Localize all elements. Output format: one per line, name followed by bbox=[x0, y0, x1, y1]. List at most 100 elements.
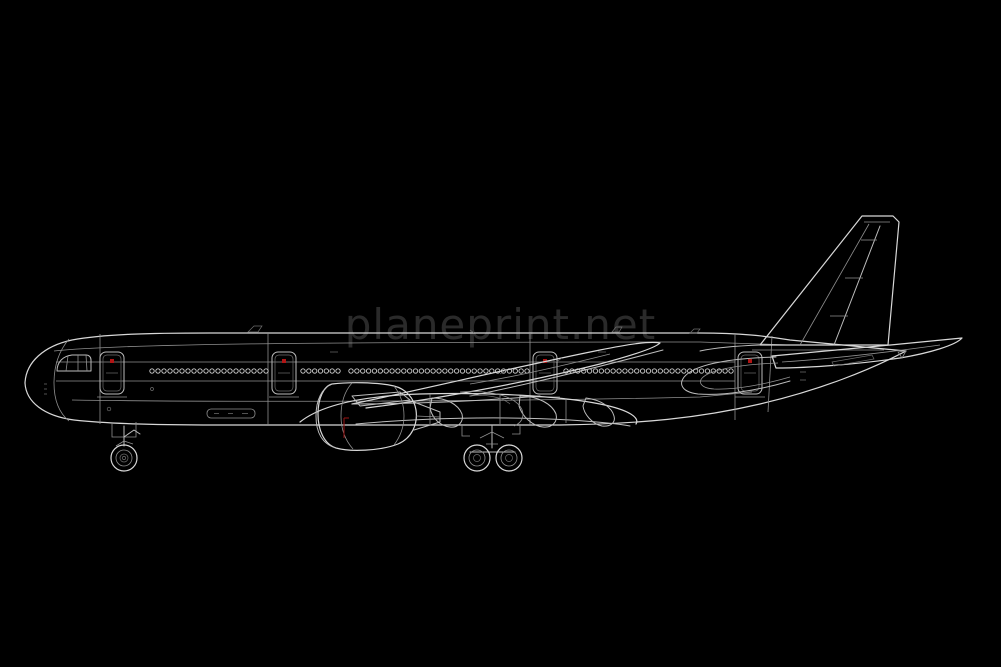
antennas-and-marks bbox=[247, 325, 907, 381]
cabin-window bbox=[245, 368, 251, 374]
cabin-window bbox=[442, 368, 448, 374]
cabin-window bbox=[263, 368, 269, 374]
cabin-window bbox=[239, 368, 245, 374]
wing bbox=[299, 341, 664, 428]
door-1L bbox=[97, 351, 127, 398]
cabin-window bbox=[317, 368, 324, 374]
cabin-window bbox=[512, 368, 518, 374]
cabin-window bbox=[401, 368, 407, 374]
cabin-window bbox=[681, 368, 687, 374]
fuselage bbox=[24, 332, 907, 426]
cabin-window bbox=[592, 368, 599, 374]
cabin-window bbox=[300, 368, 306, 374]
cabin-window bbox=[563, 368, 569, 374]
door-4L bbox=[735, 351, 765, 398]
cabin-window bbox=[155, 368, 161, 374]
cabin-window bbox=[312, 368, 318, 374]
door-inner-outline bbox=[740, 354, 760, 392]
cabin-window bbox=[418, 368, 425, 374]
cabin-window bbox=[657, 368, 663, 374]
cabin-window bbox=[306, 368, 312, 374]
cabin-window bbox=[354, 368, 360, 374]
cabin-window bbox=[459, 368, 466, 374]
door-outline bbox=[737, 351, 763, 395]
cabin-window bbox=[383, 368, 389, 374]
cabin-window bbox=[167, 368, 173, 374]
cargo-door bbox=[206, 408, 256, 419]
cabin-window bbox=[483, 368, 489, 374]
main-landing-gear bbox=[461, 424, 523, 472]
cockpit-window bbox=[56, 354, 92, 372]
cabin-window bbox=[203, 368, 209, 374]
cabin-window bbox=[191, 368, 197, 374]
cabin-window bbox=[251, 368, 257, 374]
cabin-window bbox=[634, 368, 640, 374]
window-row-mid-front bbox=[300, 368, 341, 374]
cabin-window bbox=[377, 368, 383, 374]
door-warning-marking bbox=[282, 359, 286, 363]
cabin-window bbox=[360, 368, 366, 374]
cabin-window bbox=[365, 368, 372, 374]
door-outline bbox=[99, 351, 125, 395]
cabin-window bbox=[639, 368, 646, 374]
cabin-window bbox=[518, 368, 524, 374]
window-row-forward bbox=[149, 368, 269, 374]
door-inner-outline bbox=[274, 354, 294, 392]
cabin-window bbox=[675, 368, 681, 374]
door-outline bbox=[271, 351, 297, 395]
cabin-window bbox=[348, 368, 354, 374]
cabin-window bbox=[209, 368, 215, 374]
cabin-window bbox=[430, 368, 436, 374]
cabin-window bbox=[221, 368, 227, 374]
window-row-aft bbox=[563, 368, 734, 374]
cabin-window bbox=[395, 368, 401, 374]
door-inner-outline bbox=[535, 354, 555, 392]
door-warning-marking bbox=[110, 359, 114, 363]
cabin-window bbox=[185, 368, 191, 374]
door-inner-outline bbox=[102, 354, 122, 392]
cabin-window bbox=[728, 368, 734, 374]
nose-landing-gear bbox=[110, 422, 141, 472]
cabin-window bbox=[604, 368, 610, 374]
cabin-window bbox=[465, 368, 471, 374]
cabin-window bbox=[197, 368, 203, 374]
cabin-window bbox=[335, 368, 341, 374]
cabin-window bbox=[424, 368, 430, 374]
cabin-window bbox=[663, 368, 669, 374]
cabin-window bbox=[227, 368, 233, 374]
cabin-window bbox=[477, 368, 483, 374]
cabin-window bbox=[371, 368, 378, 374]
cabin-window bbox=[179, 368, 185, 374]
cabin-window bbox=[173, 368, 179, 374]
cabin-window bbox=[215, 368, 221, 374]
cabin-window bbox=[329, 368, 335, 374]
window-row-mid bbox=[348, 368, 530, 374]
cabin-window bbox=[598, 368, 605, 374]
cabin-window bbox=[323, 368, 329, 374]
cabin-window bbox=[389, 368, 395, 374]
cabin-window bbox=[436, 368, 442, 374]
cabin-window bbox=[257, 368, 263, 374]
cabin-window bbox=[149, 368, 155, 374]
cabin-window bbox=[628, 368, 634, 374]
cabin-window bbox=[616, 368, 622, 374]
passenger-doors bbox=[97, 351, 765, 398]
cabin-window bbox=[407, 368, 413, 374]
engine-nacelle bbox=[315, 382, 524, 451]
door-outline bbox=[532, 351, 558, 395]
cabin-window bbox=[610, 368, 616, 374]
cabin-window bbox=[471, 368, 477, 374]
cabin-window bbox=[233, 368, 239, 374]
cabin-window bbox=[161, 368, 167, 374]
cabin-window bbox=[698, 368, 705, 374]
door-warning-marking bbox=[748, 359, 752, 363]
cabin-window bbox=[722, 368, 728, 374]
vertical-stabilizer bbox=[699, 215, 900, 352]
cabin-window bbox=[453, 368, 460, 374]
cabin-window bbox=[669, 368, 675, 374]
door-2L bbox=[269, 351, 299, 398]
cabin-window bbox=[645, 368, 652, 374]
cabin-window bbox=[412, 368, 419, 374]
